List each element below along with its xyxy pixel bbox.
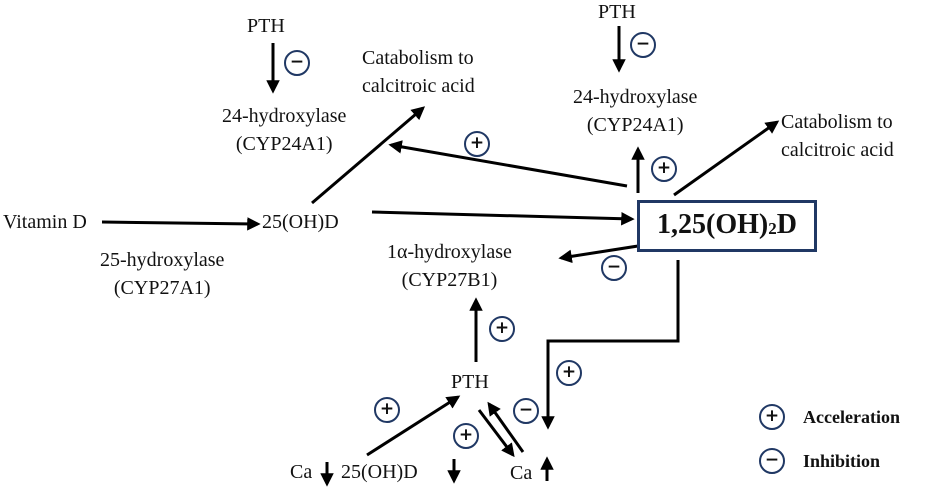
arrow-low-to-pth [366, 395, 461, 457]
legend-inhibition-icon: − [759, 448, 785, 474]
pth-bottom-label: PTH [451, 371, 489, 393]
cyp27a1-gene: (CYP27A1) [113, 277, 211, 299]
catabolism-left-line1: Catabolism to [362, 47, 474, 69]
cyp27b1-gene: (CYP27B1) [401, 269, 498, 291]
cyp27a1-label: 25-hydroxylase (CYP27A1) [100, 248, 224, 300]
arrow-25ohd-to-catabolism-left [311, 106, 426, 205]
legend-inhibition-label: Inhibition [803, 451, 881, 471]
vitamin-d-label: Vitamin D [3, 211, 87, 233]
pth-top-right-label: PTH [598, 1, 636, 23]
legend-acceleration-icon: + [759, 404, 785, 430]
ca-high-label: Ca [510, 462, 533, 484]
arrow-vitamin-d-to-25ohd [101, 217, 261, 231]
catabolism-left-label: Catabolism to calcitroic acid [362, 46, 475, 98]
plus-badge-calcitriol-to-cyp24a1-right: + [651, 156, 677, 182]
pth-top-left-label: PTH [247, 15, 285, 37]
calcitriol-main: 1,25(OH) [657, 209, 769, 240]
cyp24a1-right-label: 24-hydroxylase (CYP24A1) [573, 85, 697, 137]
catabolism-left-line2: calcitroic acid [362, 75, 475, 97]
arrow-calcitriol-inhibits-cyp27b1 [558, 244, 639, 264]
minus-badge-calcitriol-to-cyp27b1: − [601, 255, 627, 281]
cyp24a1-left-gene: (CYP24A1) [235, 133, 333, 155]
plus-badge-pth-to-ca: + [453, 423, 479, 449]
cyp24a1-right-gene: (CYP24A1) [586, 114, 684, 136]
catabolism-right-line1: Catabolism to [781, 111, 893, 133]
plus-badge-calcitriol-to-cyp24a1-left: + [464, 131, 490, 157]
arrow-25ohd-to-calcitriol [371, 210, 635, 226]
plus-badge-low-to-pth: + [374, 397, 400, 423]
calcitriol-tail: D [776, 209, 797, 240]
minus-badge-pth-top-right: − [630, 32, 656, 58]
25ohd-low-label: 25(OH)D [341, 461, 418, 483]
arrow-calcitriol-to-catabolism-right [673, 120, 780, 197]
catabolism-right-label: Catabolism to calcitroic acid [781, 110, 894, 162]
25ohd-label: 25(OH)D [262, 211, 339, 233]
arrow-ca-high-inhibits-pth [487, 401, 525, 453]
ca-low-label: Ca [290, 461, 313, 483]
cyp27b1-name: 1α-hydroxylase [387, 241, 512, 263]
cyp27b1-label: 1α-hydroxylase (CYP27B1) [387, 240, 512, 292]
calcitriol-subscript: 2 [768, 219, 777, 238]
cyp24a1-left-name: 24-hydroxylase [222, 105, 347, 127]
cyp27a1-name: 25-hydroxylase [100, 249, 225, 271]
arrow-calcitriol-to-ca-high [541, 260, 680, 430]
catabolism-right-line2: calcitroic acid [781, 139, 894, 161]
plus-badge-pth-to-cyp27b1: + [489, 316, 515, 342]
minus-badge-pth-top-left: − [284, 50, 310, 76]
plus-badge-calcitriol-to-ca: + [556, 360, 582, 386]
arrow-pth-to-ca-high [477, 409, 515, 458]
calcitriol-box: 1,25(OH)2D [637, 200, 817, 252]
legend-acceleration-label: Acceleration [803, 407, 900, 427]
cyp24a1-right-name: 24-hydroxylase [573, 86, 698, 108]
arrow-calcitriol-to-cyp24a1-left [388, 140, 628, 188]
minus-badge-ca-to-pth: − [513, 398, 539, 424]
cyp24a1-left-label: 24-hydroxylase (CYP24A1) [222, 104, 346, 156]
